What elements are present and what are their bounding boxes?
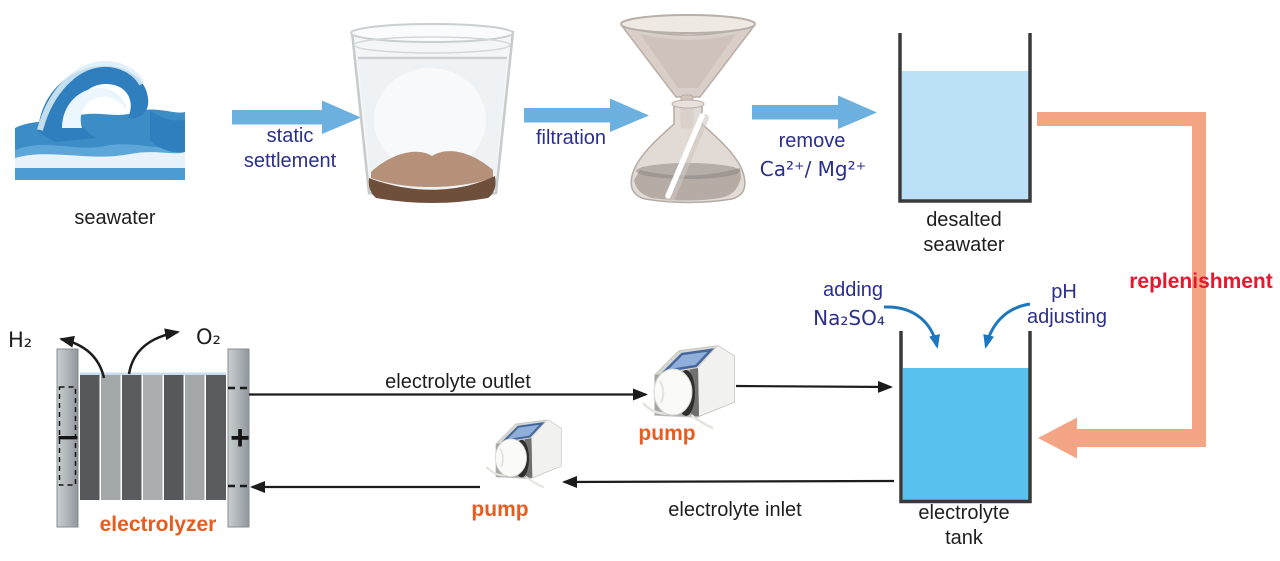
desalted-seawater-tank (898, 33, 1032, 203)
adding-label-line1: adding (823, 279, 883, 301)
static-label-line1: static (267, 125, 314, 147)
pump-top-label: pump (638, 422, 695, 445)
electrolyzer-label: electrolyzer (100, 513, 217, 536)
outlet-label: electrolyte outlet (385, 371, 531, 393)
pump-bottom-image (485, 419, 563, 489)
ph-adjusting-arrow (983, 302, 1031, 349)
tank-label-line2: tank (945, 527, 984, 549)
o2-label: O₂ (196, 325, 221, 349)
ph-label-line2: adjusting (1027, 306, 1107, 328)
static-label-line2: settlement (244, 150, 337, 172)
adding-na2so4-arrow (883, 305, 940, 349)
remove-label-line2: Ca²⁺/ Mg²⁺ (760, 157, 866, 181)
seawater-label: seawater (74, 207, 155, 229)
cathode-minus-sign: − (55, 420, 80, 455)
seawater-image (15, 60, 185, 180)
stack-top-highlight (80, 372, 226, 376)
remove-ions-arrow (752, 95, 877, 129)
pump-to-tank-line (735, 380, 893, 393)
cell-plate (143, 375, 163, 500)
replenishment-label: replenishment (1129, 270, 1273, 293)
electrolyte-tank (899, 331, 1032, 504)
filtration-arrow (524, 98, 649, 132)
adding-label-line2: Na₂SO₄ (813, 306, 885, 330)
desalted-label-line1: desalted (926, 209, 1002, 231)
filtration-label: filtration (536, 127, 606, 149)
cathode-end-plate (56, 348, 79, 528)
cell-plate (206, 375, 226, 500)
filtration-funnel-image (620, 14, 756, 204)
desalted-label-line2: seawater (923, 234, 1004, 256)
inlet-label: electrolyte inlet (668, 499, 802, 521)
tank-label-line1: electrolyte (918, 502, 1009, 524)
electrolyte-water (903, 368, 1029, 500)
h2-gas-arrow (59, 335, 106, 379)
static-settlement-arrow (232, 100, 361, 134)
desalted-water (902, 71, 1029, 201)
cathode-dashed-outline (58, 386, 77, 486)
cell-plate (101, 375, 121, 500)
cell-plate (164, 375, 184, 500)
tank-to-pump-line (562, 475, 895, 488)
cell-plate (122, 375, 142, 500)
o2-gas-arrow (127, 328, 180, 375)
ph-label-line1: pH (1051, 281, 1077, 303)
cell-plate (185, 375, 205, 500)
anode-plus-sign: + (230, 419, 250, 457)
electrolyzer-stack: − + (55, 348, 250, 528)
h2-label: H₂ (8, 328, 32, 352)
anode-end-plate (227, 348, 250, 528)
settlement-beaker-image (350, 23, 515, 203)
remove-label-line1: remove (779, 130, 846, 152)
anode-terminal-dashes (228, 386, 247, 488)
pump-top-image (641, 344, 736, 430)
pump-bottom-label: pump (471, 498, 528, 521)
cell-plate (80, 375, 100, 500)
